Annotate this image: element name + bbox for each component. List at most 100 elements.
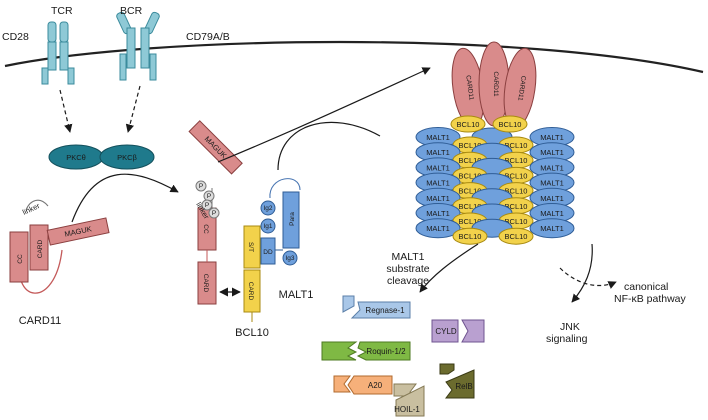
filament-bcl10-b-7 xyxy=(498,227,534,245)
relb-fragment xyxy=(439,363,475,399)
phospho-4: P xyxy=(212,210,216,217)
hoil-label: HOIL-1 xyxy=(394,405,420,414)
malt1-dd: DD xyxy=(263,249,273,256)
filament-malt1-label-left-1: MALT1 xyxy=(426,133,450,142)
filament-bcl10-label-a-3: BCL10 xyxy=(459,171,482,180)
filament-bcl10-label-a-7: BCL10 xyxy=(459,232,482,241)
card11-inactive xyxy=(9,199,110,294)
tcr-receptor xyxy=(41,21,75,85)
filament-malt1-label-right-2: MALT1 xyxy=(540,148,564,157)
bcr-receptor xyxy=(116,11,160,81)
roquin-label: Roquin-1/2 xyxy=(366,347,406,356)
to-filament-arrow-1 xyxy=(217,67,431,163)
substrate-arrow xyxy=(419,243,479,293)
plasma-membrane xyxy=(4,40,704,74)
filament-malt1-label-left-5: MALT1 xyxy=(426,194,450,203)
filament-malt1-right-7 xyxy=(529,218,575,239)
filament-malt1-label-right-5: MALT1 xyxy=(540,194,564,203)
filament-bcl10-top-a xyxy=(450,115,486,133)
filament-malt1-label-right-1: MALT1 xyxy=(540,133,564,142)
filament-malt1-label-left-6: MALT1 xyxy=(426,209,450,218)
malt1-title: MALT1 xyxy=(279,289,314,301)
filament-malt1-label-right-6: MALT1 xyxy=(540,209,564,218)
filament-bcl10-label-a-5: BCL10 xyxy=(459,202,482,211)
filament-malt1-label-right-4: MALT1 xyxy=(540,179,564,188)
filament-card11-cluster xyxy=(451,41,537,129)
substrate-line3: cleavage xyxy=(387,275,429,287)
to-filament-arrow-2 xyxy=(277,121,381,171)
regnase-fragment xyxy=(342,295,411,319)
a20-label: A20 xyxy=(368,381,383,390)
malt1-ig2: Ig2 xyxy=(263,205,272,212)
card11-title: CARD11 xyxy=(19,315,62,327)
regnase-label: Regnase-1 xyxy=(365,306,405,315)
filament-bcl10-label-b-1: BCL10 xyxy=(505,141,528,150)
pkc-beta-label: PKCβ xyxy=(117,153,137,162)
roquin-fragment xyxy=(321,341,411,361)
card11-active-cc: CC xyxy=(202,224,209,234)
phospho-1: P xyxy=(199,183,203,190)
card11-active-card: CARD xyxy=(202,274,209,293)
filament-bcl10-label-b-7: BCL10 xyxy=(505,232,528,241)
bcl10-st: S/T xyxy=(247,242,254,252)
filament-bcl10-label-top-a: BCL10 xyxy=(457,120,480,129)
filament-malt1-label-left-2: MALT1 xyxy=(426,148,450,157)
filament-bcl10-label-b-5: BCL10 xyxy=(505,202,528,211)
cd79-label: CD79A/B xyxy=(186,31,230,43)
jnk-line2: signaling xyxy=(546,333,588,345)
filament-bcl10-label-b-4: BCL10 xyxy=(505,187,528,196)
filament-bcl10-label-b-3: BCL10 xyxy=(505,171,528,180)
filament-bcl10-label-a-1: BCL10 xyxy=(459,141,482,150)
filament-bcl10-label-b-2: BCL10 xyxy=(505,156,528,165)
filament-malt1-label-right-3: MALT1 xyxy=(540,163,564,172)
card11-inactive-cc: CC xyxy=(17,254,24,264)
malt1-ig1: Ig1 xyxy=(263,223,272,230)
nfkb-arrow xyxy=(559,267,617,289)
card11-inactive-linker: linker xyxy=(21,201,42,217)
bcr-to-pkc-arrow xyxy=(125,85,141,133)
nfkb-line2: NF-κB pathway xyxy=(614,293,687,305)
filament-bcl10-label-top-b: BCL10 xyxy=(499,120,522,129)
phospho-2: P xyxy=(207,193,211,200)
activation-arrow xyxy=(71,173,179,223)
filament-malt1-label-right-7: MALT1 xyxy=(540,224,564,233)
filament-card11-label-1: CARD11 xyxy=(464,75,474,101)
filament-malt1-label-left-3: MALT1 xyxy=(426,163,450,172)
jnk-arrow xyxy=(571,243,593,303)
nfkb-line1: canonical xyxy=(624,281,668,293)
bcl10-card: CARD xyxy=(247,282,254,301)
a20-fragment xyxy=(333,375,393,395)
filament-malt1-label-left-7: MALT1 xyxy=(426,224,450,233)
malt1-para: Para xyxy=(289,212,296,226)
filament-card11-label-3: CARD11 xyxy=(516,75,526,101)
hoil-fragment xyxy=(393,383,425,417)
bcr-label: BCR xyxy=(120,5,143,17)
filament-bcl10-label-a-4: BCL10 xyxy=(459,187,482,196)
filament-malt1-label-left-4: MALT1 xyxy=(426,179,450,188)
relb-label: RelB xyxy=(455,382,472,391)
card11-active xyxy=(188,120,243,305)
jnk-line1: JNK xyxy=(560,321,580,333)
phospho-3: P xyxy=(205,202,209,209)
substrate-line1: MALT1 xyxy=(391,251,424,263)
filament-malt1-left-7 xyxy=(415,218,461,239)
filament-bcl10-top-b xyxy=(492,115,528,133)
pkc-beta-node xyxy=(99,144,155,170)
substrate-line2: substrate xyxy=(386,263,429,275)
filament-bcl10-label-a-6: BCL10 xyxy=(459,217,482,226)
bcl10-protein xyxy=(243,225,261,322)
filament-bcl10-label-b-6: BCL10 xyxy=(505,217,528,226)
tcr-to-pkc-arrow xyxy=(59,89,73,133)
cd28-label: CD28 xyxy=(2,31,29,43)
cyld-fragment xyxy=(431,319,485,343)
filament-card11-label-2: CARD11 xyxy=(492,71,499,97)
bcl10-title: BCL10 xyxy=(235,327,269,339)
malt1-protein xyxy=(260,178,301,266)
card11-inactive-card: CARD xyxy=(37,239,44,258)
malt1-ig3: Ig3 xyxy=(285,255,294,262)
filament-bcl10-label-a-2: BCL10 xyxy=(459,156,482,165)
pkc-theta-label: PKCθ xyxy=(66,153,86,162)
filament-bcl10-a-7 xyxy=(452,227,488,245)
